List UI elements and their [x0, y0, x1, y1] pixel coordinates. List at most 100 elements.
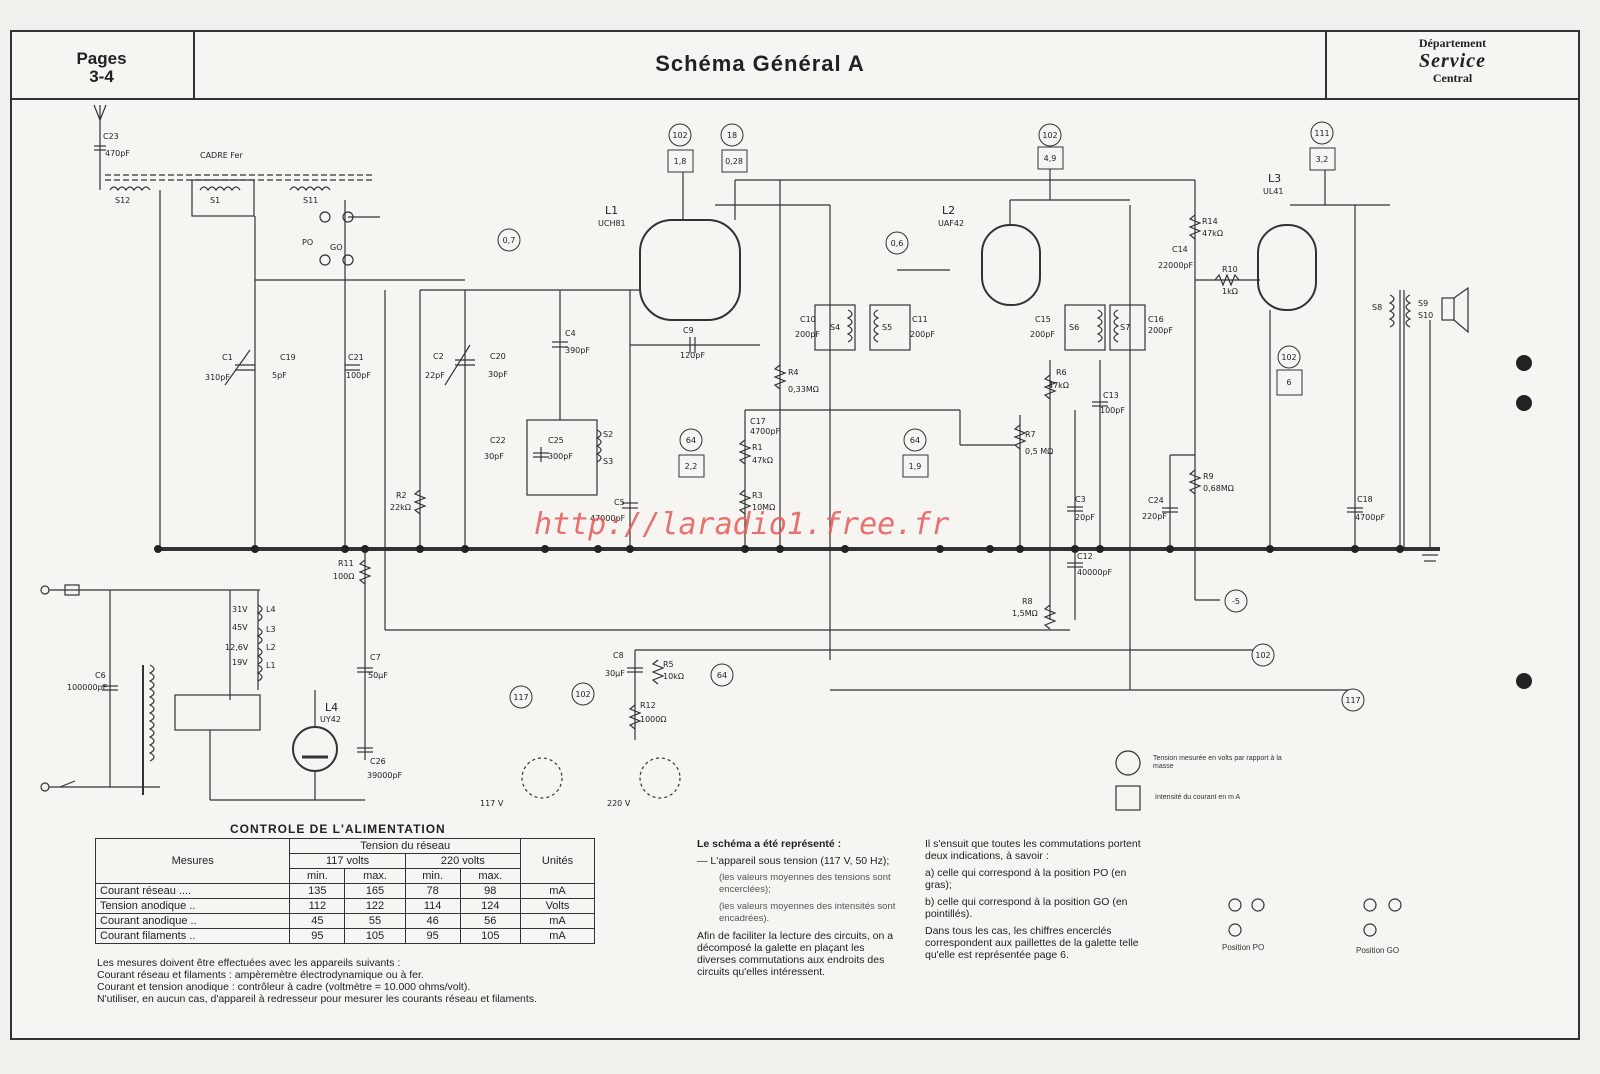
label-r6: R6 — [1056, 368, 1067, 377]
tube-l3-id: L3 — [1268, 172, 1281, 185]
cell: 98 — [459, 883, 521, 899]
dept-service: Service — [1419, 50, 1486, 72]
v-bubble: 18 — [727, 131, 737, 140]
cell: 45 — [289, 913, 346, 929]
label-r7: R7 — [1025, 430, 1036, 439]
row-label: Courant anodique .. — [94, 913, 291, 929]
label-r5: R5 — [663, 660, 674, 669]
label-c24: C24 — [1148, 496, 1164, 505]
label-c20: C20 — [490, 352, 506, 361]
value-r2: 22kΩ — [390, 503, 411, 512]
v-bubble: 102 — [1281, 353, 1296, 362]
text-column-2: Le schéma a été représenté : — L'apparei… — [697, 838, 897, 983]
binder-hole — [1516, 673, 1532, 689]
col2-sub: (les valeurs moyennes des intensités son… — [719, 901, 896, 924]
label-l1-filament: L1 — [266, 661, 276, 670]
cell: 46 — [404, 913, 461, 929]
value-r12: 1000Ω — [640, 715, 666, 724]
value-c16: 200pF — [1148, 326, 1173, 335]
note-line: Courant et tension anodique : contrôleur… — [97, 981, 471, 993]
control-notes: Les mesures doivent être effectuées avec… — [97, 957, 657, 1005]
value-c26: 39000pF — [367, 771, 403, 780]
label-c6: C6 — [95, 671, 106, 680]
dept-line1: Département — [1418, 36, 1487, 50]
i-box: 6 — [1286, 378, 1291, 387]
label-r3: R3 — [752, 491, 763, 500]
note-line: Courant réseau et filaments : ampèremètr… — [97, 969, 424, 981]
label-c3: C3 — [1075, 495, 1086, 504]
label-r12: R12 — [640, 701, 656, 710]
legend-current: Intensité du courant en m A — [1155, 794, 1241, 801]
row-label: Courant réseau .... — [94, 883, 291, 899]
value-c4: 390pF — [565, 346, 590, 355]
v-bubble: 117 — [1345, 696, 1360, 705]
value-c13: 100pF — [1100, 406, 1125, 415]
position-po-label: Position PO — [1222, 943, 1265, 952]
label-c7: C7 — [370, 653, 381, 662]
tube-l4-type: UY42 — [320, 715, 341, 724]
th-117: 117 volts — [289, 853, 406, 869]
cell: 55 — [344, 913, 406, 929]
cell: mA — [519, 913, 596, 929]
label-c8: C8 — [613, 651, 624, 660]
pages-label: Pages — [76, 49, 127, 68]
value-c24: 220pF — [1142, 512, 1167, 521]
label-c11: C11 — [912, 315, 928, 324]
label-c19: C19 — [280, 353, 296, 362]
label-c25: C25 — [548, 436, 564, 445]
label-l4-filament: L4 — [266, 605, 276, 614]
value-c12: 40000pF — [1077, 568, 1113, 577]
label-go: GO — [330, 243, 343, 252]
label-c10: C10 — [800, 315, 816, 324]
label-s9: S9 — [1418, 299, 1428, 308]
v-bubble: 117 — [513, 693, 528, 702]
label-r14: R14 — [1202, 217, 1218, 226]
value-c22: 30pF — [484, 452, 504, 461]
label-c17: C17 — [750, 417, 766, 426]
tube-l1-id: L1 — [605, 204, 618, 217]
value-r7: 0,5 MΩ — [1025, 447, 1053, 456]
i-box: 0,28 — [725, 157, 743, 166]
col2-para: Afin de faciliter la lecture des circuit… — [697, 930, 894, 978]
tube-l4-id: L4 — [325, 701, 338, 714]
v-bubble: 102 — [1255, 651, 1270, 660]
value-r8: 1,5MΩ — [1012, 609, 1038, 618]
col3-para: Il s'ensuit que toutes les commutations … — [925, 838, 1141, 862]
th-220: 220 volts — [404, 853, 521, 869]
control-title: CONTROLE DE L'ALIMENTATION — [230, 822, 446, 836]
label-c16: C16 — [1148, 315, 1164, 324]
tube-l4-envelope — [292, 726, 338, 772]
value-c7: 50μF — [368, 671, 388, 680]
label-s12: S12 — [115, 196, 130, 205]
note-line: Les mesures doivent être effectuées avec… — [97, 957, 401, 969]
label-r9: R9 — [1203, 472, 1214, 481]
label-117v: 117 V — [480, 799, 504, 808]
value-r1: 47kΩ — [752, 456, 773, 465]
cell: 78 — [404, 883, 461, 899]
control-table: Mesures Tension du réseau Unités 117 vol… — [94, 838, 596, 944]
value-r5: 10kΩ — [663, 672, 684, 681]
th-max: max. — [344, 868, 406, 884]
label-31v: 31V — [232, 605, 248, 614]
value-c23: 470pF — [105, 149, 130, 158]
value-c3: 20pF — [1075, 513, 1095, 522]
v-bubble: 102 — [672, 131, 687, 140]
i-box: 1,8 — [674, 157, 687, 166]
speaker-icon — [1453, 286, 1469, 334]
label-r8: R8 — [1022, 597, 1033, 606]
label-c14: C14 — [1172, 245, 1188, 254]
label-45v: 45V — [232, 623, 248, 632]
legend-voltage: Tension mesurée en volts par rapport à l… — [1153, 755, 1282, 770]
v-bubble: 0,6 — [891, 239, 904, 248]
label-r2: R2 — [396, 491, 407, 500]
binder-hole — [1516, 395, 1532, 411]
value-c11: 200pF — [910, 330, 935, 339]
value-r14: 47kΩ — [1202, 229, 1223, 238]
label-s5: S5 — [882, 323, 892, 332]
value-c1: 310pF — [205, 373, 230, 382]
position-go-label: Position GO — [1356, 946, 1400, 955]
coil-s12 — [109, 186, 151, 192]
label-c1: C1 — [222, 353, 233, 362]
